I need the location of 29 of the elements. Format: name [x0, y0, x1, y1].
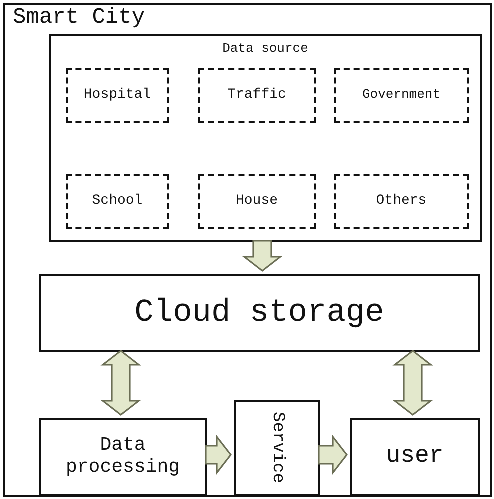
- box-label: Data processing: [64, 435, 182, 479]
- box-label: Others: [376, 193, 427, 210]
- box-label: Data source: [222, 42, 308, 57]
- process-box: [234, 400, 320, 496]
- box-label: Government: [362, 88, 440, 103]
- dashed-box: [334, 174, 469, 229]
- box-label: user: [386, 443, 444, 471]
- dashed-box: [198, 68, 316, 123]
- block-arrow: [205, 434, 232, 476]
- block-arrow: [242, 240, 283, 272]
- dashed-box: [334, 68, 469, 123]
- group-box: [49, 34, 482, 242]
- process-box: [39, 274, 480, 352]
- process-box: [350, 418, 480, 496]
- process-box: [39, 418, 207, 496]
- box-label: Cloud storage: [134, 294, 384, 332]
- outer-frame: [3, 3, 492, 497]
- block-arrow: [392, 350, 434, 416]
- box-label: Traffic: [228, 87, 286, 104]
- block-arrow: [318, 434, 348, 476]
- block-arrow: [100, 350, 142, 416]
- box-label: Service: [267, 412, 287, 484]
- dashed-box: [198, 174, 316, 229]
- box-label: Smart City: [13, 5, 146, 30]
- box-label: Hospital: [84, 87, 152, 104]
- box-label: School: [92, 193, 143, 210]
- dashed-box: [66, 174, 169, 229]
- dashed-box: [66, 68, 169, 123]
- box-label: House: [236, 193, 278, 210]
